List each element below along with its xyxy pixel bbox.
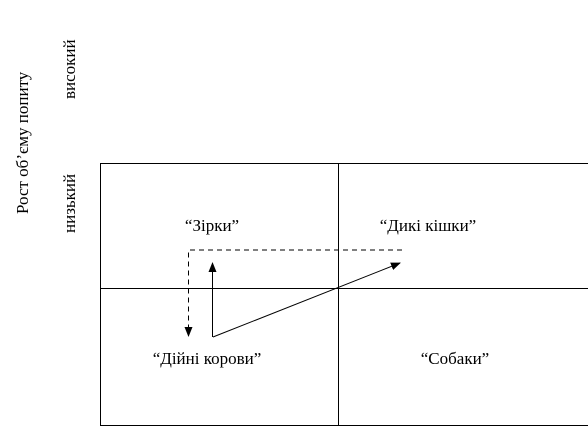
quadrant-label-dogs: “Собаки” — [421, 349, 489, 368]
solid-arrow-to-wildcats — [212, 262, 401, 338]
quadrant-label-cows: “Дійні корови” — [153, 349, 262, 368]
matrix-frame — [100, 163, 588, 426]
quadrant-label-stars: “Зірки” — [185, 216, 239, 235]
quadrant-label-wildcats: “Дикі кішки” — [380, 216, 476, 235]
dashed-arrow — [184, 249, 402, 337]
